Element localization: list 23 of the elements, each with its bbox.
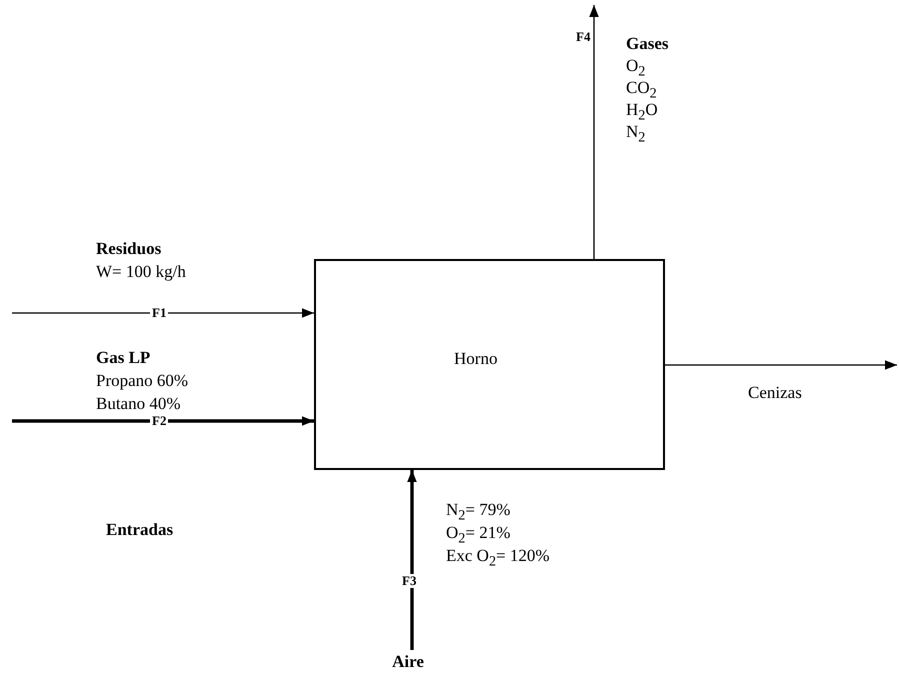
stream-title: Gas LP [96,348,150,368]
stream-arrow [589,5,599,259]
composition-label: Propano 60% [96,371,188,391]
edge-label: F1 [150,306,168,320]
stream-arrow [12,416,314,426]
stream-arrow [12,308,314,318]
furnace-box [314,259,665,470]
excess-label: Exc O$_{2}$= 120% [446,546,550,572]
stream-arrow [407,470,417,650]
composition-label: O$_{2}$= 21% [446,523,510,548]
composition-label: Butano 40% [96,394,181,414]
composition-label: N$_{2}$= 79% [446,500,510,526]
stream-arrow [665,360,897,370]
edge-label: F2 [150,414,168,428]
stream-title: Gases [626,34,668,54]
edge-label: F3 [400,574,418,588]
flow-rate-label: W= 100 kg/h [96,262,186,282]
furnace-label: Horno [454,349,498,369]
stream-label: Cenizas [748,383,802,403]
section-label: Entradas [106,520,174,540]
stream-title: Residuos [96,239,162,259]
edge-label: F4 [574,30,592,44]
stream-label: Aire [380,650,436,674]
